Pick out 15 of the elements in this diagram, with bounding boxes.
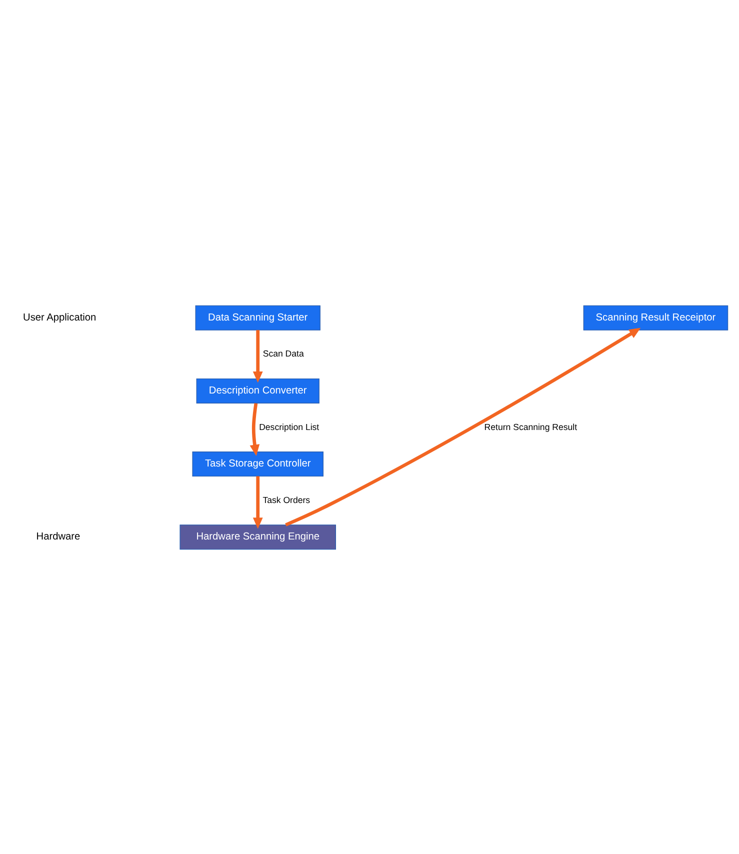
arrow: [252, 330, 263, 382]
label: Hardware: [36, 530, 80, 542]
arrow: [285, 327, 641, 526]
edge-label: Description List: [259, 421, 320, 432]
edge-label: Scan Data: [262, 348, 304, 358]
arrow: [250, 402, 260, 456]
label: User Application: [23, 312, 96, 323]
node-box: Description Converter: [196, 378, 320, 403]
edge-label: Task Orders: [262, 494, 310, 504]
node-box: Task Storage Controller: [192, 451, 324, 476]
node-box: Hardware Scanning Engine: [180, 524, 336, 550]
node-box: Data Scanning Starter: [195, 304, 320, 330]
node-box: Scanning Result Receiptor: [583, 304, 728, 330]
edge-label: Return Scanning Result: [484, 421, 578, 432]
arrow: [252, 476, 263, 528]
